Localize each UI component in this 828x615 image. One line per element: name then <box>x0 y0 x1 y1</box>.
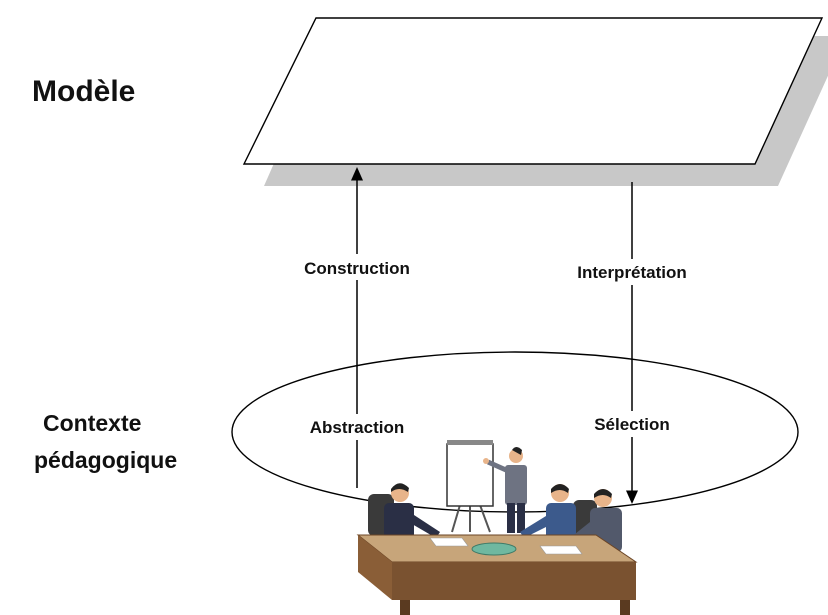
model-plane-surface <box>242 17 824 165</box>
construction-label: Construction <box>304 259 410 278</box>
model-title: Modèle <box>32 75 135 108</box>
flipchart-icon <box>446 440 494 533</box>
meeting-illustration-icon <box>356 440 638 615</box>
interpretation-label: Interprétation <box>577 263 687 282</box>
person-middle-icon <box>520 484 576 541</box>
context-title-line2: pédagogique <box>34 447 177 473</box>
selection-label: Sélection <box>594 415 670 434</box>
conference-table-icon <box>356 534 638 615</box>
person-left-icon <box>384 483 440 539</box>
model-plane <box>242 17 828 186</box>
abstraction-label: Abstraction <box>310 418 404 437</box>
context-title-line1: Contexte <box>43 410 141 436</box>
presenter-icon <box>483 447 527 533</box>
